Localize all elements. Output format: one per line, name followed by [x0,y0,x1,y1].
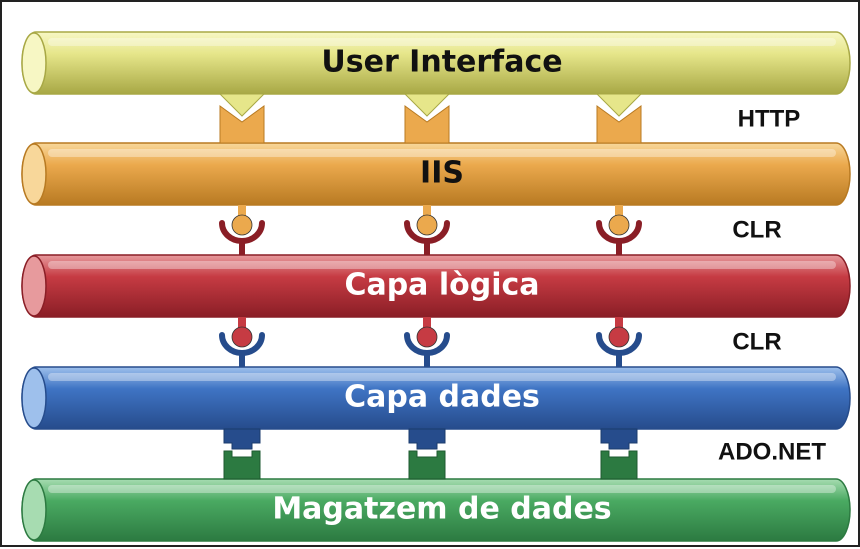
pipe-end-cap [21,32,47,94]
connector-bottom-notch [219,105,265,144]
connector-ball [608,326,630,348]
connector-stem-bottom [239,351,245,367]
connector-ball [416,326,438,348]
connector-ball [608,214,630,236]
pipe-highlight [48,261,836,269]
connector-label-clr-1: CLR [732,216,781,243]
connector-stem-bottom [424,351,430,367]
connector-stem-bottom [424,239,430,255]
layer-label-capa-logica: Capa lògica [344,268,539,303]
connector-stem [238,205,246,217]
connector-socket-1-0 [219,205,265,255]
connector-chevron-0-1 [403,93,451,144]
pipe-0 [21,31,851,95]
connector-stem [615,317,623,329]
pipe-3 [21,366,851,430]
pipe-2 [21,254,851,318]
layer-label-magatzem-de-dades: Magatzem de dades [272,492,611,527]
connector-socket-1-1 [404,205,450,255]
connector-top-wedge [218,93,266,117]
connector-stem [423,205,431,217]
connector-stem-bottom [616,239,622,255]
pipe-end-cap [21,255,47,317]
connector-top-wedge [403,93,451,117]
connector-bottom-notch [596,105,642,144]
connector-stem [615,205,623,217]
connector-chevron-0-0 [218,93,266,144]
connector-socket-2-1 [404,317,450,367]
connector-socket-1-2 [596,205,642,255]
layer-label-capa-dades: Capa dades [344,380,540,415]
pipe-highlight [48,38,836,46]
connector-bottom-block [408,450,446,480]
connector-top-block [408,428,446,450]
connector-ball [416,214,438,236]
connector-label-clr-2: CLR [732,328,781,355]
layer-label-user-interface: User Interface [321,45,562,80]
pipe-4 [21,478,851,542]
connector-chevron-0-2 [595,93,643,144]
connector-socket-2-0 [219,317,265,367]
pipe-highlight [48,485,836,493]
pipe-end-cap [21,479,47,541]
connector-top-wedge [595,93,643,117]
connector-stem-bottom [616,351,622,367]
layer-label-iis: IIS [420,156,464,191]
pipe-end-cap [21,367,47,429]
connector-ball [231,326,253,348]
connector-top-block [223,428,261,450]
connector-socket-2-2 [596,317,642,367]
connector-block-3-1 [408,428,446,480]
connector-bottom-notch [404,105,450,144]
pipe-highlight [48,149,836,157]
pipe-end-cap [21,143,47,205]
connector-stem-bottom [239,239,245,255]
connector-block-3-0 [223,428,261,480]
connector-block-3-2 [600,428,638,480]
connector-bottom-block [223,450,261,480]
connector-label-http: HTTP [738,105,801,132]
connector-stem [238,317,246,329]
connector-ball [231,214,253,236]
connector-bottom-block [600,450,638,480]
connector-stem [423,317,431,329]
connector-top-block [600,428,638,450]
connector-label-ado-net: ADO.NET [718,438,826,465]
pipe-highlight [48,373,836,381]
